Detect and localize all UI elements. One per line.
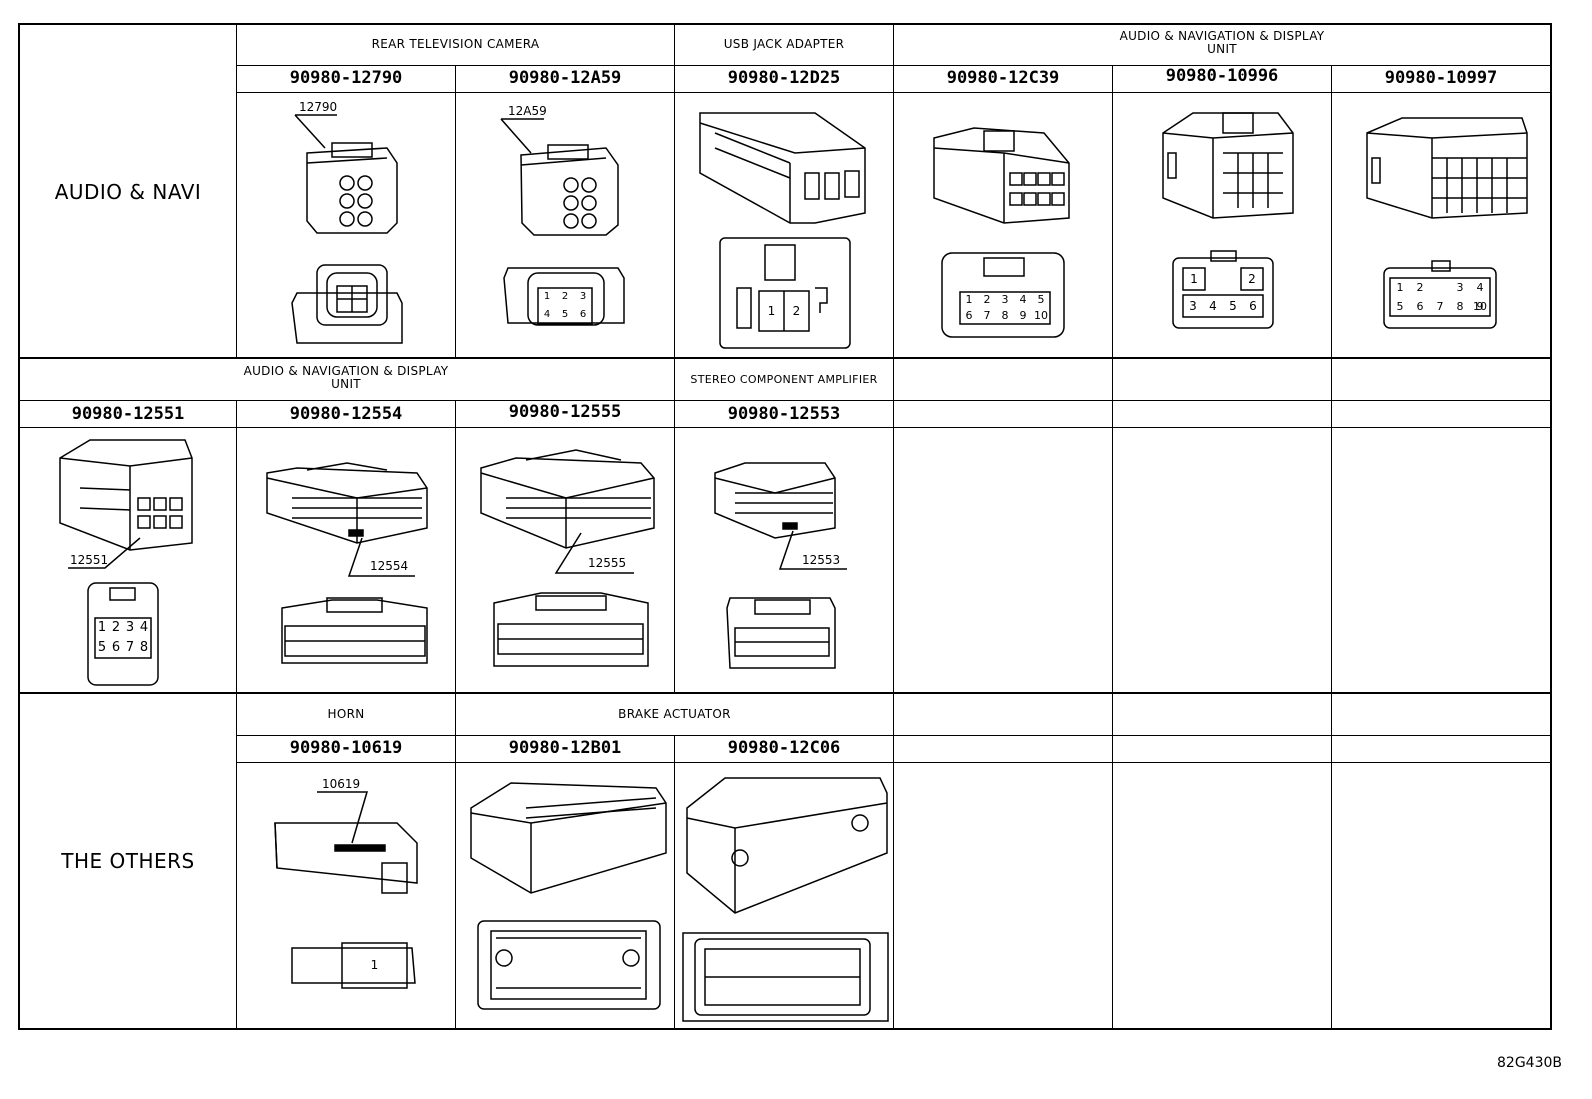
part-number-12554: 90980-12554 xyxy=(289,404,403,424)
pin-label: 6 xyxy=(1249,299,1257,313)
pin-label: 2 xyxy=(1248,272,1256,286)
connector-drawing-10619: 10619 1 xyxy=(237,763,455,1028)
pin-label: 6 xyxy=(111,640,121,655)
pin-label: 5 xyxy=(97,640,107,655)
part-number-12b01: 90980-12B01 xyxy=(508,738,622,758)
pin-label: 6 xyxy=(579,309,587,320)
header-audio-nav-display-unit-2: AUDIO & NAVIGATION & DISPLAY UNIT xyxy=(237,365,455,391)
callout-label: 12555 xyxy=(588,556,626,570)
callout-label: 12551 xyxy=(70,553,108,567)
pin-grid: 1 2 3 4 5 6 7 8 9 xyxy=(1390,278,1490,316)
pin-grid: 1 2 xyxy=(759,291,809,331)
header-line-1: AUDIO & NAVIGATION & DISPLAY xyxy=(1119,29,1325,43)
connector-drawing-12551: 12551 1 2 3 4 5 6 7 8 xyxy=(20,428,236,692)
pin-label: 2 xyxy=(561,291,569,302)
header-stereo-component-amplifier: STEREO COMPONENT AMPLIFIER xyxy=(690,373,878,386)
pin-label: 6 xyxy=(1416,300,1424,313)
part-number-10997: 90980-10997 xyxy=(1384,68,1498,88)
pin-label: 2 xyxy=(1416,281,1424,294)
callout-label: 12553 xyxy=(802,553,840,567)
pin-label: 2 xyxy=(792,304,801,318)
pin-label: 1 xyxy=(1190,272,1198,286)
pin-label: 1 xyxy=(767,304,776,318)
part-number-10619: 90980-10619 xyxy=(289,738,403,758)
pin-grid: 1 2 3 4 5 6 7 8 9 10 xyxy=(960,292,1050,324)
connector-drawing-12790: 12790 xyxy=(237,93,455,357)
pin-label: 1 xyxy=(370,958,379,972)
part-number-12553: 90980-12553 xyxy=(727,404,841,424)
pin-label: 4 xyxy=(1019,293,1027,306)
callout-label: 12A59 xyxy=(508,104,547,118)
pin-label: 4 xyxy=(543,309,551,320)
part-number-12a59: 90980-12A59 xyxy=(508,68,622,88)
connector-drawing-12b01 xyxy=(456,763,674,1028)
pin-label: 1 xyxy=(97,620,107,635)
connector-drawing-12c39: 1 2 3 4 5 6 7 8 9 10 xyxy=(894,93,1112,357)
pin-label: 8 xyxy=(1456,300,1464,313)
pin-label: 5 xyxy=(561,309,569,320)
pin-label: 3 xyxy=(1189,299,1197,313)
header-usb-jack-adapter: USB JACK ADAPTER xyxy=(723,37,845,51)
pin-label: 5 xyxy=(1229,299,1237,313)
header-rear-television-camera: REAR TELEVISION CAMERA xyxy=(371,37,540,51)
connector-drawing-12555: 12555 xyxy=(456,428,674,692)
pin-label: 4 xyxy=(1476,281,1484,294)
pin-label: 5 xyxy=(1396,300,1404,313)
header-audio-nav-display-unit: AUDIO & NAVIGATION & DISPLAY UNIT xyxy=(894,30,1550,56)
part-number-12c06: 90980-12C06 xyxy=(727,738,841,758)
pin-label: 7 xyxy=(125,640,135,655)
pin-label: 1 xyxy=(1396,281,1404,294)
pin-label: 4 xyxy=(139,620,149,635)
group-label-audio-navi: AUDIO & NAVI xyxy=(54,180,202,204)
connector-drawing-12c06 xyxy=(675,763,893,1028)
pin-label: 10 xyxy=(1473,300,1487,313)
part-number-10996: 90980-10996 xyxy=(1165,66,1279,86)
callout-label: 12790 xyxy=(299,100,337,114)
part-number-12790: 90980-12790 xyxy=(289,68,403,88)
part-number-12d25: 90980-12D25 xyxy=(727,68,841,88)
pin-label: 7 xyxy=(1436,300,1444,313)
pin-label: 3 xyxy=(579,291,587,302)
group-label-the-others: THE OTHERS xyxy=(61,849,195,873)
pin-label: 8 xyxy=(139,640,149,655)
part-number-12c39: 90980-12C39 xyxy=(946,68,1060,88)
callout-label: 12554 xyxy=(370,559,408,573)
connector-drawing-12554: 12554 xyxy=(237,428,455,692)
header-brake-actuator: BRAKE ACTUATOR xyxy=(618,707,731,721)
header-line-1: AUDIO & NAVIGATION & DISPLAY xyxy=(243,364,449,378)
pin-label: 9 xyxy=(1476,300,1484,313)
part-number-12555: 90980-12555 xyxy=(508,402,622,422)
header-horn: HORN xyxy=(327,707,365,721)
header-line-2: UNIT xyxy=(331,377,361,391)
pin-label: 2 xyxy=(983,293,991,306)
pin-label: 5 xyxy=(1037,293,1045,306)
connector-drawing-12d25: 1 2 xyxy=(675,93,893,357)
pin-label: 10 xyxy=(1034,309,1048,322)
pin-label: 2 xyxy=(111,620,121,635)
pin-grid: 3 4 5 6 xyxy=(1183,295,1263,317)
pin-grid: 1 2 3 4 5 6 xyxy=(538,288,592,324)
pin-label: 3 xyxy=(1001,293,1009,306)
pin-label: 3 xyxy=(125,620,135,635)
pin-label: 8 xyxy=(1001,309,1009,322)
connector-drawing-12553: 12553 xyxy=(675,428,893,692)
pin-label: 1 xyxy=(965,293,973,306)
connector-drawing-12a59: 12A59 1 2 3 4 5 6 xyxy=(456,93,674,357)
header-line-2: UNIT xyxy=(1207,42,1237,56)
connector-drawing-10997: 1 2 3 4 5 6 7 8 9 10 xyxy=(1332,93,1550,357)
figure-code: 82G430B xyxy=(1497,1055,1562,1071)
pin-label: 3 xyxy=(1456,281,1464,294)
pin-label: 1 xyxy=(543,291,551,302)
pin-label: 4 xyxy=(1209,299,1217,313)
pin-grid: 1 2 3 4 5 6 7 8 xyxy=(95,618,151,658)
pin-label xyxy=(1430,278,1450,297)
callout-label: 10619 xyxy=(322,777,360,791)
pin-label: 6 xyxy=(965,309,973,322)
part-number-12551: 90980-12551 xyxy=(71,404,185,424)
pin-label: 9 xyxy=(1019,309,1027,322)
pin-label: 7 xyxy=(983,309,991,322)
connector-drawing-10996: 1 2 3 4 5 6 xyxy=(1113,93,1331,357)
